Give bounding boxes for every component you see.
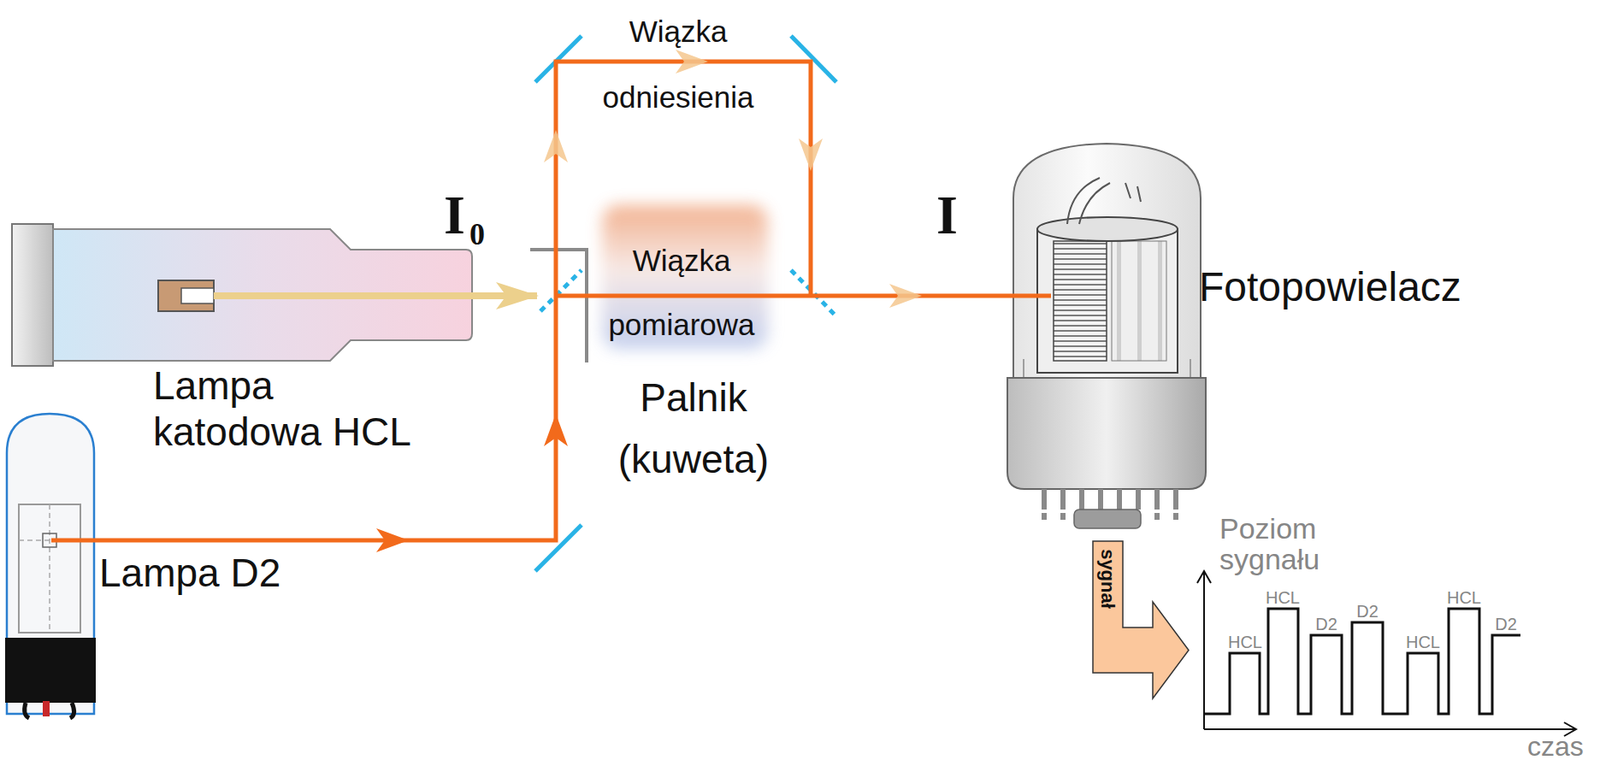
beam-label: Wiązka odniesienia [579, 0, 777, 130]
pulse-label: HCL [1436, 588, 1492, 608]
pulse-label: D2 [1340, 602, 1395, 621]
pulse-label: HCL [1217, 632, 1273, 652]
pulse-label: HCL [1255, 588, 1311, 608]
part-name: Lampa katodowa HCL [153, 362, 436, 455]
beam-label: Wiązka pomiarowa [583, 228, 780, 357]
intensity-symbol: I [936, 188, 958, 243]
pulse-label: D2 [1478, 614, 1534, 634]
axis-title: Poziom sygnału [1219, 513, 1365, 575]
intensity-symbol: I [443, 188, 466, 243]
chopper [530, 249, 587, 363]
arrow-outline [1092, 541, 1189, 699]
signal-arrow: sygnał [1092, 540, 1191, 701]
signal-chart [1197, 571, 1577, 737]
part-name: Palnik (kuweta) [590, 366, 797, 491]
axis-label: czas [1527, 732, 1584, 762]
signal-text: sygnał [1097, 549, 1118, 609]
d2-lamp [5, 413, 96, 719]
part-name: Fotopowielacz [1198, 263, 1462, 312]
light-beams [51, 49, 1051, 553]
pulse-label: HCL [1395, 632, 1451, 652]
photomultiplier [1007, 143, 1206, 529]
pulse-label: D2 [1298, 614, 1354, 634]
subscript: 0 [469, 218, 485, 250]
part-name: Lampa D2 [99, 549, 281, 597]
mirrors [535, 35, 837, 572]
